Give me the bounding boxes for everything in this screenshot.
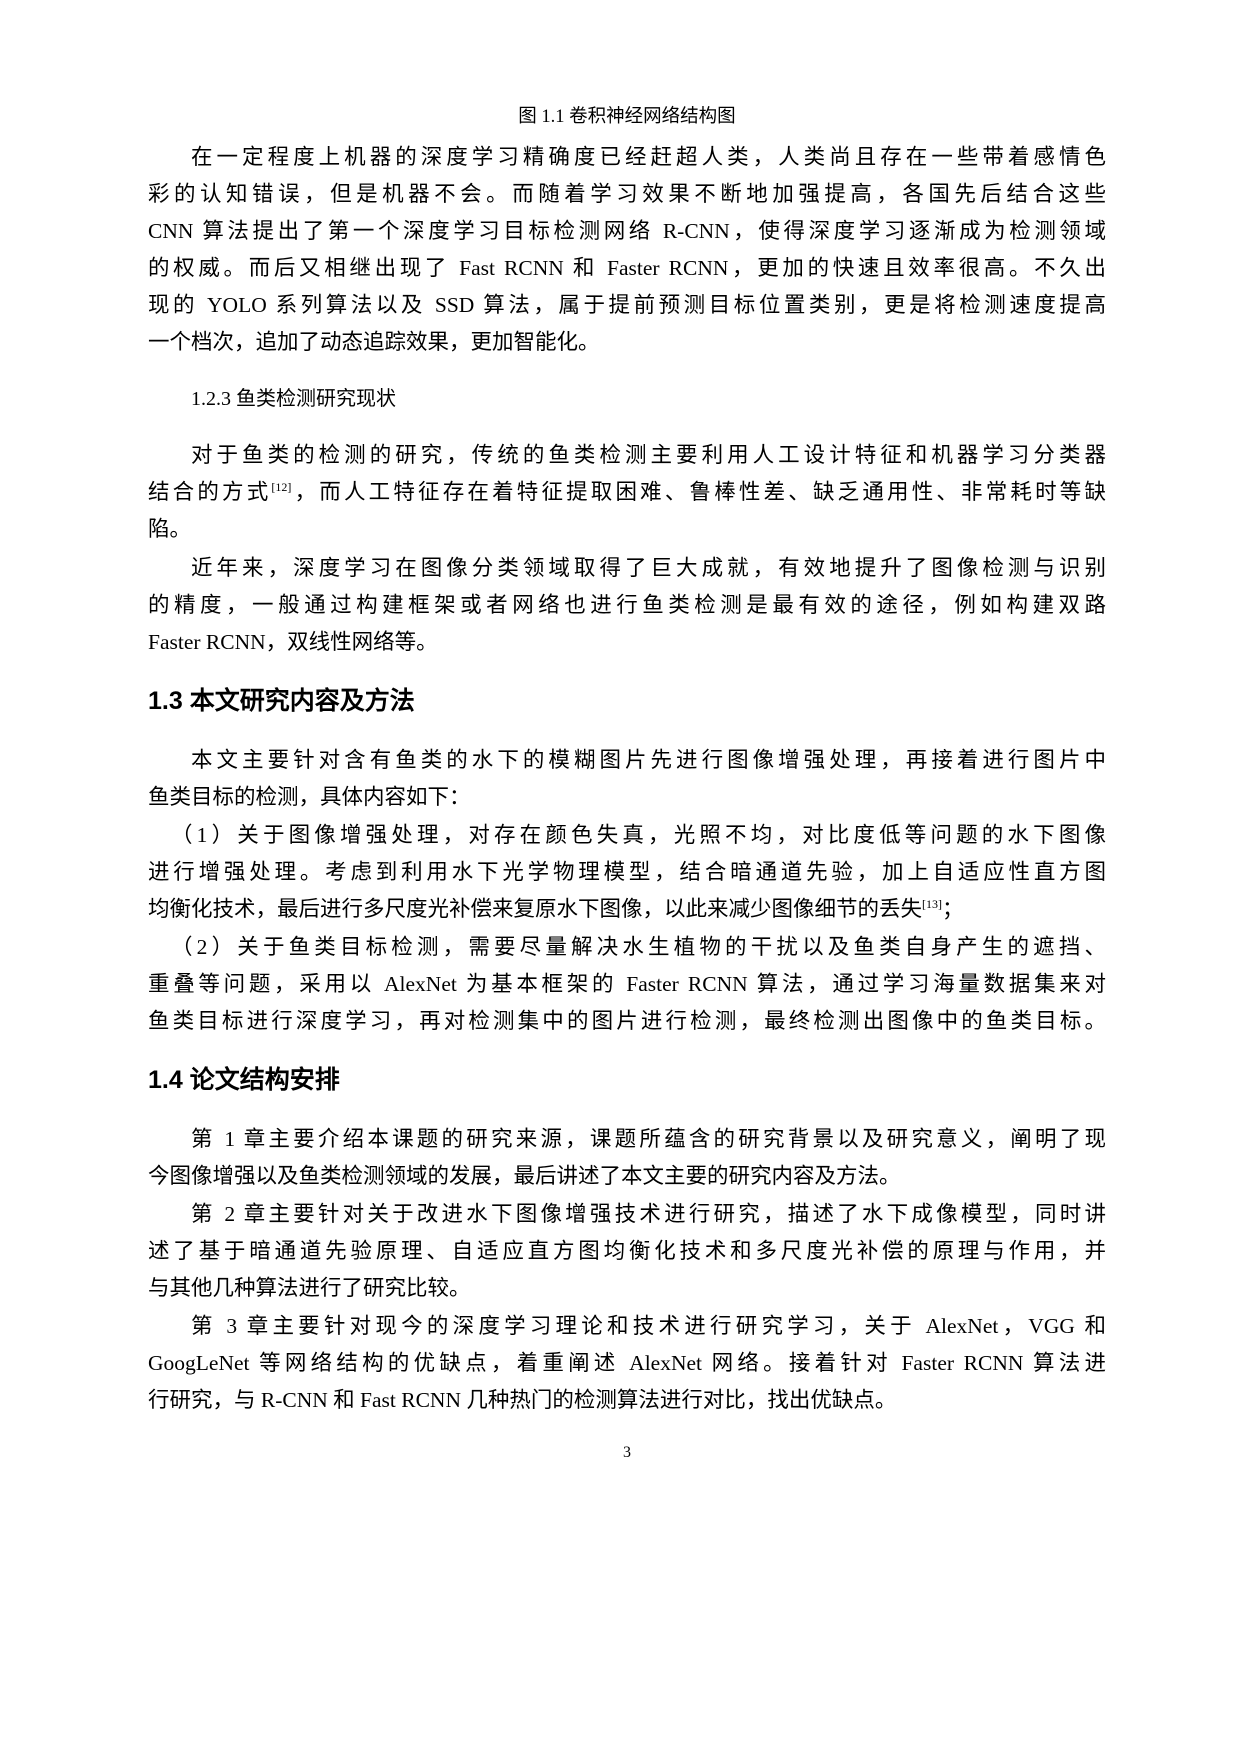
text-line: 第 2 章主要针对关于改进水下图像增强技术进行研究，描述了水下成像模型，同时讲	[191, 1202, 1106, 1226]
text-line: 现的 YOLO 系列算法以及 SSD 算法，属于提前预测目标位置类别，更是将检测…	[148, 293, 1106, 317]
text-line: 彩的认知错误，但是机器不会。而随着学习效果不断地加强提高，各国先后结合这些	[148, 182, 1106, 206]
text-line: 陷。	[148, 517, 192, 541]
text-line: 与其他几种算法进行了研究比较。	[148, 1276, 471, 1300]
figure-caption: 图 1.1 卷积神经网络结构图	[518, 107, 736, 127]
text-line: CNN 算法提出了第一个深度学习目标检测网络 R-CNN，使得深度学习逐渐成为检…	[148, 219, 1106, 243]
page-number: 3	[623, 1444, 631, 1461]
text-line: Faster RCNN，双线性网络等。	[148, 630, 438, 654]
text-span: 均衡化技术，最后进行多尺度光补偿来复原水下图像，以此来减少图像细节的丢失	[148, 897, 923, 921]
section-heading-1-4: 1.4 论文结构安排	[148, 1066, 340, 1094]
text-line: 结合的方式[12]，而人工特征存在着特征提取困难、鲁棒性差、缺乏通用性、非常耗时…	[148, 477, 1106, 507]
text-line: 进行增强处理。考虑到利用水下光学物理模型，结合暗通道先验，加上自适应性直方图	[148, 860, 1106, 884]
text-line: 重叠等问题，采用以 AlexNet 为基本框架的 Faster RCNN 算法，…	[148, 972, 1106, 996]
text-line: 对于鱼类的检测的研究，传统的鱼类检测主要利用人工设计特征和机器学习分类器	[191, 443, 1106, 467]
text-span: ，而人工特征存在着特征提取困难、鲁棒性差、缺乏通用性、非常耗时等缺	[291, 480, 1106, 504]
subsection-heading-1-2-3: 1.2.3 鱼类检测研究现状	[191, 388, 396, 410]
text-line: 的权威。而后又相继出现了 Fast RCNN 和 Faster RCNN，更加的…	[148, 256, 1106, 280]
text-line: 鱼类目标进行深度学习，再对检测集中的图片进行检测，最终检测出图像中的鱼类目标。	[148, 1009, 1106, 1033]
text-line: （2）关于鱼类目标检测，需要尽量解决水生植物的干扰以及鱼类自身产生的遮挡、	[171, 935, 1106, 959]
text-line: 一个档次，追加了动态追踪效果，更加智能化。	[148, 330, 600, 354]
text-line: 均衡化技术，最后进行多尺度光补偿来复原水下图像，以此来减少图像细节的丢失[13]…	[148, 894, 1106, 924]
text-line: GoogLeNet 等网络结构的优缺点，着重阐述 AlexNet 网络。接着针对…	[148, 1351, 1106, 1375]
text-line: 今图像增强以及鱼类检测领域的发展，最后讲述了本文主要的研究内容及方法。	[148, 1164, 901, 1188]
text-line: 鱼类目标的检测，具体内容如下：	[148, 785, 471, 809]
section-heading-1-3: 1.3 本文研究内容及方法	[148, 687, 415, 715]
text-span: ；	[942, 897, 964, 921]
citation-ref: [12]	[271, 479, 292, 494]
text-line: 近年来，深度学习在图像分类领域取得了巨大成就，有效地提升了图像检测与识别	[191, 556, 1106, 580]
text-line: 第 3 章主要针对现今的深度学习理论和技术进行研究学习，关于 AlexNet，V…	[191, 1314, 1106, 1338]
text-line: （1）关于图像增强处理，对存在颜色失真，光照不均，对比度低等问题的水下图像	[171, 823, 1106, 847]
text-line: 述了基于暗通道先验原理、自适应直方图均衡化技术和多尺度光补偿的原理与作用，并	[148, 1239, 1106, 1263]
text-line: 本文主要针对含有鱼类的水下的模糊图片先进行图像增强处理，再接着进行图片中	[191, 748, 1106, 772]
text-line: 的精度，一般通过构建框架或者网络也进行鱼类检测是最有效的途径，例如构建双路	[148, 593, 1106, 617]
citation-ref: [13]	[922, 896, 943, 911]
text-span: 结合的方式	[148, 480, 272, 504]
text-line: 行研究，与 R-CNN 和 Fast RCNN 几种热门的检测算法进行对比，找出…	[148, 1388, 897, 1412]
text-line: 第 1 章主要介绍本课题的研究来源，课题所蕴含的研究背景以及研究意义，阐明了现	[191, 1127, 1106, 1151]
text-line: 在一定程度上机器的深度学习精确度已经赶超人类，人类尚且存在一些带着感情色	[191, 145, 1106, 169]
